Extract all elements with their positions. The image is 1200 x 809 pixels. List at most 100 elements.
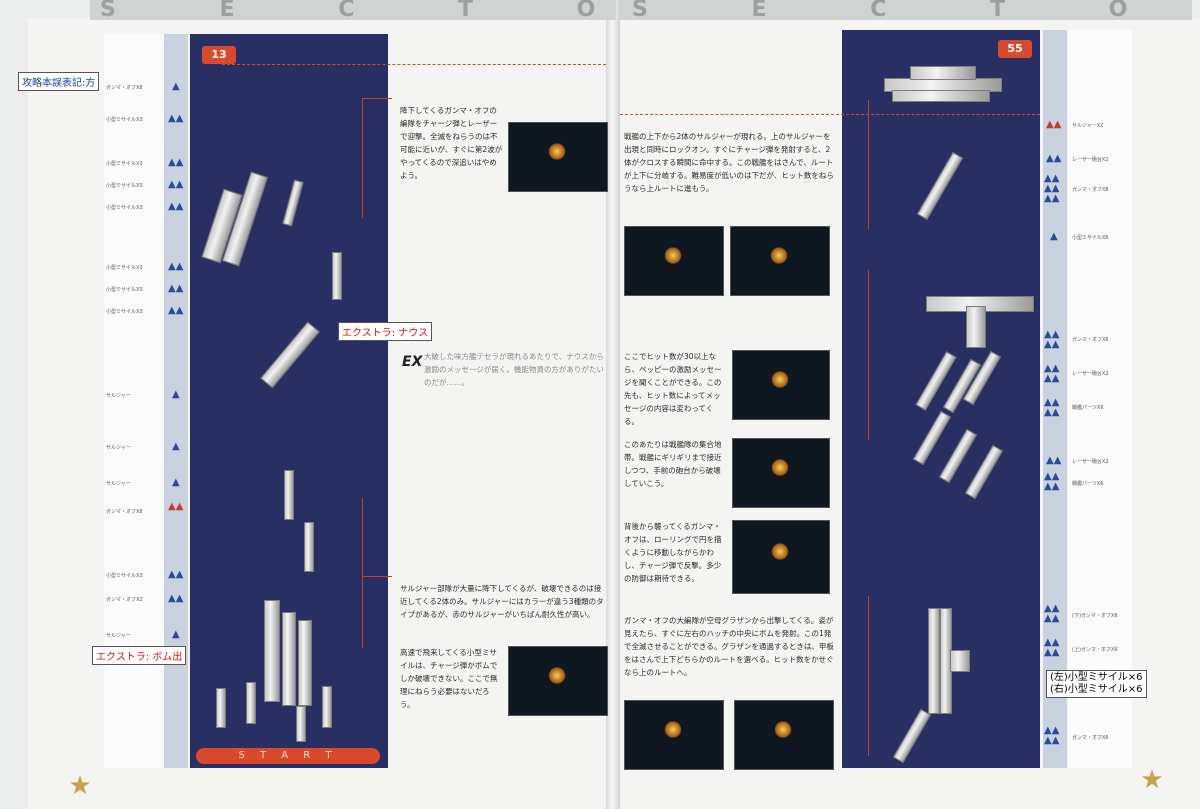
enemy-marker: ▲ (172, 389, 180, 400)
tip-text: 戦艦の上下から2体のサルジャーが現れる。上のサルジャーを出現と同時にロックオン。… (624, 132, 834, 193)
legend-label: サルジャー (106, 393, 131, 399)
callout-line (362, 576, 392, 577)
route-dashed-line (620, 114, 1040, 115)
tip-text: ここでヒット数が30以上なら、ペッピーの激励メッセージを聞くことができる。この先… (624, 352, 722, 426)
tip-text: 高速で飛来してくる小型ミサイルは、チャージ弾かボムでしか破壊できない。ここで無理… (400, 648, 498, 709)
book-gutter (606, 0, 620, 809)
legend-label: ガンマ・オフX6 (1072, 337, 1109, 343)
legend-label: サルジャー (106, 445, 131, 451)
callout-line (868, 100, 869, 230)
missile-left-label: (左)小型ミサイル×6 (1050, 672, 1143, 683)
enemy-fighter (332, 252, 342, 300)
callout-line (868, 596, 869, 756)
legend-label: 戦艦パーツX6 (1072, 481, 1104, 487)
carrier-grazan (892, 90, 990, 102)
enemy-marker: ▲▲ (168, 201, 184, 212)
missile-right-label: (右)小型ミサイル×6 (1050, 684, 1143, 695)
enemy-marker: ▲▲ (1046, 455, 1062, 466)
enemy-marker: ▲▲ (168, 261, 184, 272)
enemy-marker: ▲ (172, 81, 180, 92)
enemy-marker: ▲▲▲▲ (1044, 637, 1060, 658)
legend-label: サルジャー (106, 481, 131, 487)
extra-nous-annotation: エクストラ: ナウス (338, 322, 433, 341)
battleship-part (928, 608, 940, 714)
legend-label: レーザー砲台X2 (1072, 371, 1109, 377)
enemy-marker: ▲▲ (168, 305, 184, 316)
enemy-marker: ▲▲▲▲▲▲ (1044, 173, 1060, 204)
callout-line (362, 98, 392, 99)
extra-bomb-annotation: エクストラ: ボム出 (92, 646, 187, 665)
legend-label: ガンマ・オフX8 (1072, 187, 1109, 193)
legend-label: 小型ミサイルX6 (1072, 235, 1109, 241)
enemy-marker: ▲▲▲▲ (1044, 363, 1060, 384)
legend-label: 小型ミサイルX3 (106, 287, 143, 293)
legend-label: 小型ミサイルX3 (106, 117, 143, 123)
enemy-marker: ▲▲ (1046, 153, 1062, 164)
game-screenshot (732, 438, 830, 508)
enemy-marker: ▲▲ (1046, 119, 1062, 130)
tip-text: 降下してくるガンマ・オフの編隊をチャージ弾とレーザーで迎撃。全滅をねらうのは不可… (400, 106, 503, 180)
enemy-marker: ▲ (172, 441, 180, 452)
game-screenshot (732, 350, 830, 420)
legend-label: サルジャーX2 (1072, 123, 1104, 129)
battleship-part (282, 612, 296, 706)
legend-label: 小型ミサイルX3 (106, 161, 143, 167)
timeline-rail-left (164, 34, 188, 768)
header-left: S E C T O R · Y (90, 0, 616, 20)
legend-label: レーザー砲台X2 (1072, 459, 1109, 465)
missile-annotation: (左)小型ミサイル×6 (右)小型ミサイル×6 (1046, 670, 1147, 698)
enemy-marker: ▲▲▲▲ (1044, 725, 1060, 746)
legend-label: サルジャー (106, 633, 131, 639)
route-dashed-line (222, 64, 606, 65)
callout-line (362, 498, 363, 648)
tip-text: このあたりは戦艦隊の集合地帯。戦艦にギリギリまで接近しつつ、手前の砲台から破壊し… (624, 440, 722, 488)
legend-label: (下)ガンマ・オフX6 (1072, 613, 1118, 619)
legend-label: 小型ミサイルX3 (106, 573, 143, 579)
enemy-marker: ▲▲ (168, 179, 184, 190)
battleship-part (298, 620, 312, 706)
tip-text: ガンマ・オフの大編隊が空母グラザンから出撃してくる。姿が見えたら、すぐに左右のハ… (624, 616, 834, 677)
enemy-fighter (296, 706, 306, 742)
game-screenshot (730, 226, 830, 296)
legend-label: 小型ミサイルX3 (106, 183, 143, 189)
enemy-marker: ▲▲ (168, 501, 184, 512)
enemy-fighter (216, 688, 226, 728)
start-marker: S T A R T (196, 748, 380, 764)
legend-label: 小型ミサイルX3 (106, 265, 143, 271)
enemy-fighter (284, 470, 294, 520)
enemy-marker: ▲ (1050, 231, 1058, 242)
enemy-marker: ▲▲▲▲ (1044, 397, 1060, 418)
legend-label: ガンマ・オフX8 (106, 85, 143, 91)
legend-label: ガンマ・オフX6 (1072, 735, 1109, 741)
enemy-marker: ▲▲▲▲ (1044, 471, 1060, 492)
page-badge-right: 55 (998, 40, 1032, 58)
carrier-grazan (910, 66, 976, 80)
errata-annotation: 攻略本誤表記:方 (18, 72, 100, 91)
legend-label: 小型ミサイルX3 (106, 205, 143, 211)
legend-label: ガンマ・オフX2 (106, 597, 143, 603)
enemy-marker: ▲▲▲▲ (1044, 603, 1060, 624)
page-badge-left: 13 (202, 46, 236, 64)
header-right: S E C T O R · Y (620, 0, 1192, 20)
page-star-icon: ★ (68, 771, 92, 801)
page-star-icon: ★ (1140, 765, 1164, 795)
legend-label: 戦艦パーツX6 (1072, 405, 1104, 411)
enemy-marker: ▲▲ (168, 593, 184, 604)
enemy-marker: ▲ (172, 629, 180, 640)
battleship-part (950, 650, 970, 672)
legend-label: 小型ミサイルX3 (106, 309, 143, 315)
callout-line (868, 270, 869, 440)
legend-label: ガンマ・オフX8 (106, 509, 143, 515)
enemy-fighter (304, 522, 314, 572)
enemy-fighter (246, 682, 256, 724)
legend-column-right (1068, 30, 1132, 768)
enemy-marker: ▲▲ (168, 157, 184, 168)
legend-label: レーザー砲台X2 (1072, 157, 1109, 163)
enemy-marker: ▲▲ (168, 283, 184, 294)
game-screenshot (734, 700, 834, 770)
game-screenshot (508, 646, 608, 716)
game-screenshot (624, 700, 724, 770)
battleship-part (966, 306, 986, 348)
ex-label: EX (402, 354, 423, 370)
